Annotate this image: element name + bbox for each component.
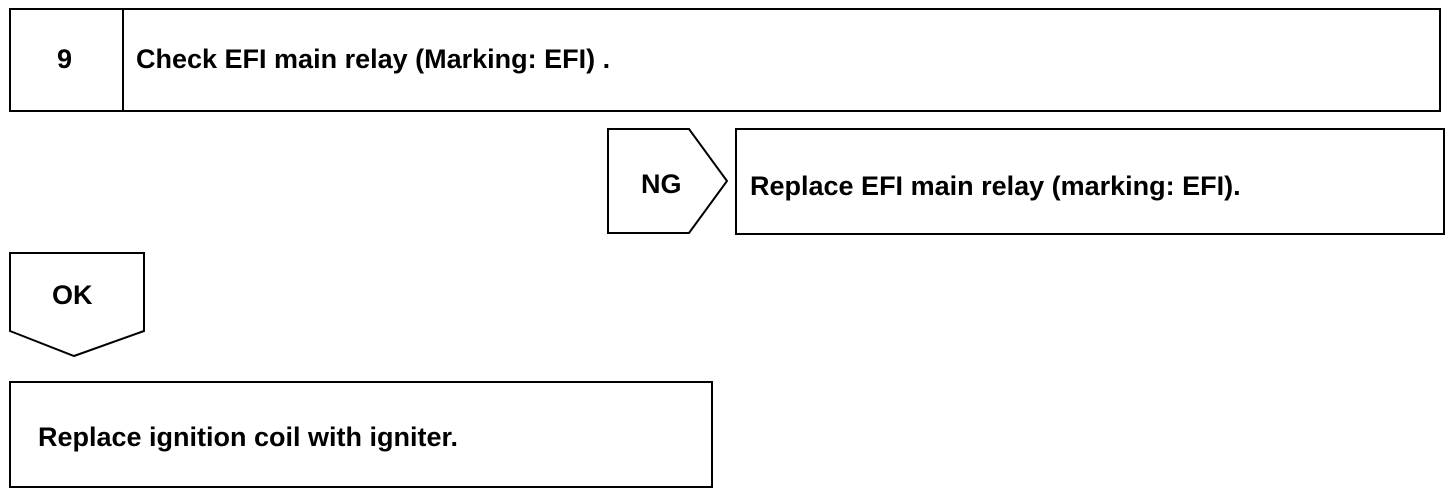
ok-action-text: Replace ignition coil with igniter. <box>38 422 459 452</box>
step-number-cell <box>9 8 124 112</box>
ok-action-box <box>9 381 713 488</box>
ng-label: NG <box>641 169 682 199</box>
step-number: 9 <box>57 44 73 74</box>
ng-action-box <box>735 128 1445 235</box>
ok-label: OK <box>52 280 93 310</box>
step-title: Check EFI main relay (Marking: EFI) . <box>136 44 611 74</box>
ng-action-text: Replace EFI main relay (marking: EFI). <box>750 171 1241 201</box>
step-header-box <box>9 8 1441 112</box>
